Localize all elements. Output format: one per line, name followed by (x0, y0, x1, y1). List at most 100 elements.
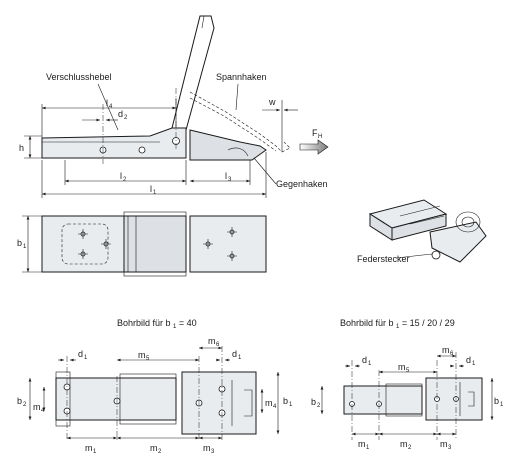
top-view: b 1 (17, 211, 267, 277)
dim-l1: l 1 (41, 152, 267, 198)
svg-text:6: 6 (450, 351, 454, 357)
leader-spannhaken (235, 83, 239, 111)
dim-d2: d 2 (82, 109, 128, 122)
bb40-slot (231, 380, 253, 426)
top-hinge-lines (127, 216, 137, 272)
bb40-flange (55, 371, 71, 427)
top-hinge-cap-b (123, 271, 187, 277)
dim-h-label: h (19, 143, 24, 153)
bbs-b2: b (311, 397, 316, 407)
dim-l4-l: l (106, 98, 108, 108)
dim-d2-d: d (118, 109, 123, 119)
svg-text:6: 6 (216, 342, 220, 348)
bb40-gegenhaken (181, 371, 257, 435)
leader-verschlusshebel (97, 83, 119, 131)
bb40-m1: m (85, 443, 93, 453)
bb40-d1: d (78, 349, 83, 359)
force-arrow-icon (299, 139, 329, 155)
bbs-m1: m (358, 439, 366, 449)
svg-text:1: 1 (238, 355, 242, 361)
force-F: F (312, 128, 318, 138)
gegenhaken-body (189, 129, 267, 161)
bbs-slot (459, 382, 475, 416)
svg-text:5: 5 (146, 356, 150, 362)
svg-text:3: 3 (448, 445, 452, 451)
svg-text:4: 4 (273, 404, 277, 410)
svg-text:1: 1 (500, 402, 504, 408)
iso-side (391, 213, 447, 241)
iso-federstecker (431, 250, 441, 260)
dim-w: w (262, 97, 298, 152)
dim-l1-sub: 1 (153, 190, 157, 196)
bb40-centerlines (66, 346, 223, 440)
label-gegenhaken: Gegenhaken (276, 179, 328, 189)
bohrbild-small-sub: 1 (396, 324, 400, 330)
svg-text:1: 1 (289, 402, 293, 408)
label-federstecker: Federstecker (357, 254, 410, 264)
svg-text:4: 4 (41, 408, 45, 414)
bbs-centerlines (351, 352, 457, 440)
bohrbild-40-sub: 1 (173, 324, 177, 330)
dim-l2-l: l (120, 171, 122, 181)
bbs-lever (343, 385, 423, 415)
svg-text:1: 1 (368, 361, 372, 367)
svg-text:5: 5 (406, 368, 410, 374)
dim-l4: l 4 (41, 98, 177, 138)
iso-detail (399, 205, 445, 225)
dim-l4-sub: 4 (109, 104, 113, 110)
svg-text:2: 2 (408, 445, 412, 451)
bohrbild-40-title: Bohrbild für b 1 = 40 (117, 318, 197, 330)
bb40-hinge (119, 373, 177, 425)
bohrbild-small-text: Bohrbild für b (340, 318, 394, 328)
iso-ring-inner (461, 216, 475, 228)
svg-text:1: 1 (472, 361, 476, 367)
force-arrow: F H (299, 128, 329, 155)
dim-l2-sub: 2 (123, 177, 127, 183)
dim-w-label: w (268, 97, 276, 107)
bohrbild-small-title: Bohrbild für b 1 = 15 / 20 / 29 (340, 318, 455, 330)
dim-top-b1: b 1 (17, 215, 42, 273)
dim-l2: l 2 (64, 160, 187, 185)
dim-h: h (19, 135, 42, 159)
bb40-m6: m (208, 336, 216, 346)
svg-text:2: 2 (23, 402, 27, 408)
side-hole-2 (138, 146, 146, 154)
bb40-b1: b (283, 396, 288, 406)
gegenhaken-curve (227, 147, 249, 157)
spannhaken-inner (189, 97, 277, 152)
bb40-m4b: m (265, 398, 273, 408)
bb40-m2: m (150, 443, 158, 453)
svg-text:2: 2 (317, 403, 321, 409)
bb40-d1b: d (232, 349, 237, 359)
bb40-m3: m (203, 443, 211, 453)
top-hinge-zone (123, 215, 187, 273)
spannhaken-hook (189, 91, 291, 153)
dim-top-b1-b: b (17, 238, 22, 248)
dim-l3-sub: 3 (228, 177, 232, 183)
bbs-m2: m (400, 439, 408, 449)
leader-gegenhaken (253, 157, 277, 185)
top-gegenhaken (189, 215, 267, 273)
bb40-lever (55, 377, 177, 421)
bohrbild-40-text: Bohrbild für b (117, 318, 171, 328)
dim-top-b1-sub: 1 (23, 244, 27, 250)
bbs-m3: m (440, 439, 448, 449)
iso-gegenhaken (429, 221, 487, 263)
svg-text:1: 1 (366, 445, 370, 451)
dim-l3-l: l (225, 171, 227, 181)
bbs-m6: m (442, 345, 450, 355)
label-verschlusshebel: Verschlusshebel (46, 72, 112, 82)
top-holes (78, 227, 237, 261)
svg-text:2: 2 (158, 449, 162, 455)
bb40-b2: b (17, 396, 22, 406)
lever-tip-line (201, 15, 205, 29)
bbs-b1: b (494, 396, 499, 406)
dim-d2-sub: 2 (124, 115, 128, 121)
iso-ring (455, 211, 481, 233)
bohrbild-40-value: = 40 (179, 318, 197, 328)
dim-l1-l: l (150, 184, 152, 194)
leader-federstecker (395, 253, 433, 259)
